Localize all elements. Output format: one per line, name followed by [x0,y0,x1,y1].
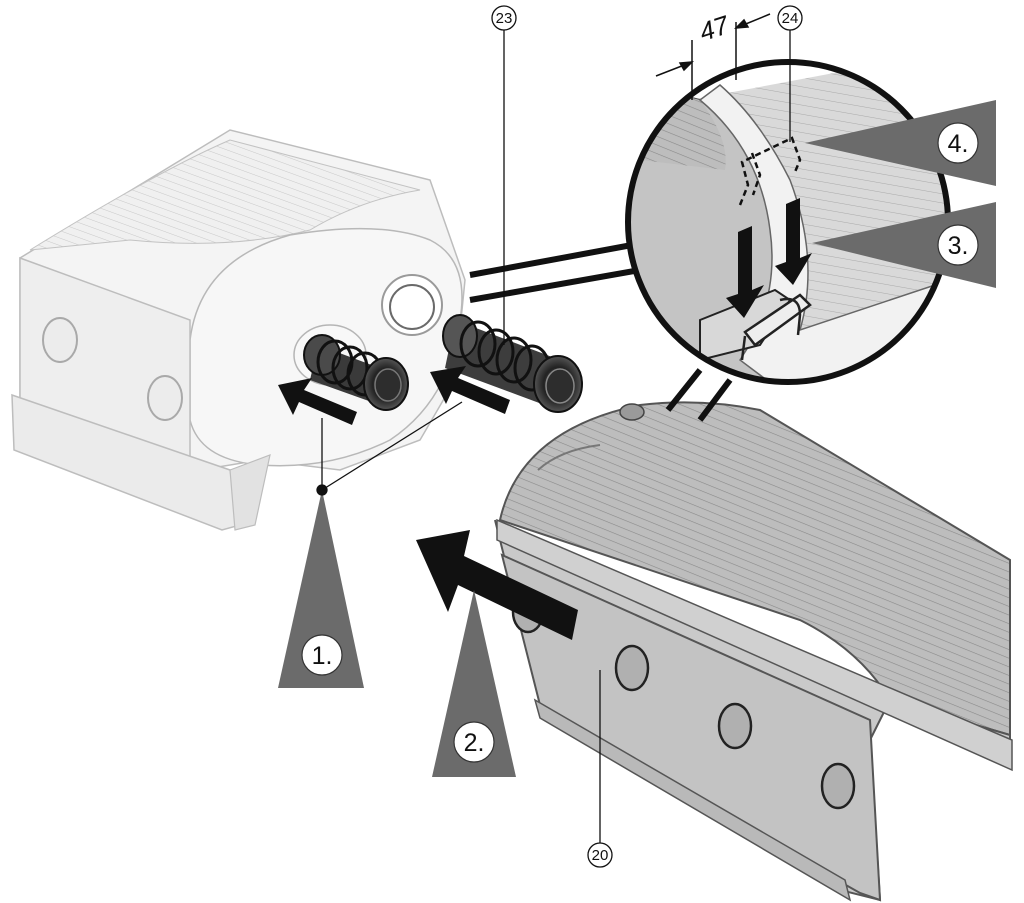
pipe-connector-loose [442,314,583,413]
part-number-20: 20 [592,847,609,864]
step-label-2: 2. [464,729,485,757]
step-pointer-3: 3. [812,202,996,288]
dimension-label: 47 [696,9,734,47]
zoom-leader [469,242,733,422]
callout-23: 23 [491,5,517,345]
step-pointer-2: 2. [432,590,516,777]
step-label-3: 3. [948,232,969,260]
step-label-1: 1. [312,642,333,670]
callout-24: 24 [777,5,803,142]
pipe-connector-inserted [303,334,409,411]
push-arrow [416,530,578,640]
step-pointer-1: 1. [278,490,364,688]
dimension-47 [655,13,771,100]
part-number-23: 23 [496,10,513,27]
part-number-24: 24 [782,10,799,27]
step-pointer-4: 4. [805,100,996,186]
press-down-arrows [726,198,812,318]
step-label-4: 4. [948,130,969,158]
step-pointer-1-leaders [316,401,463,496]
mounting-rail [494,401,1013,902]
clip-outline [738,136,802,206]
callout-20: 20 [587,670,613,868]
insert-arrows [278,366,510,425]
device-housing [11,129,466,531]
